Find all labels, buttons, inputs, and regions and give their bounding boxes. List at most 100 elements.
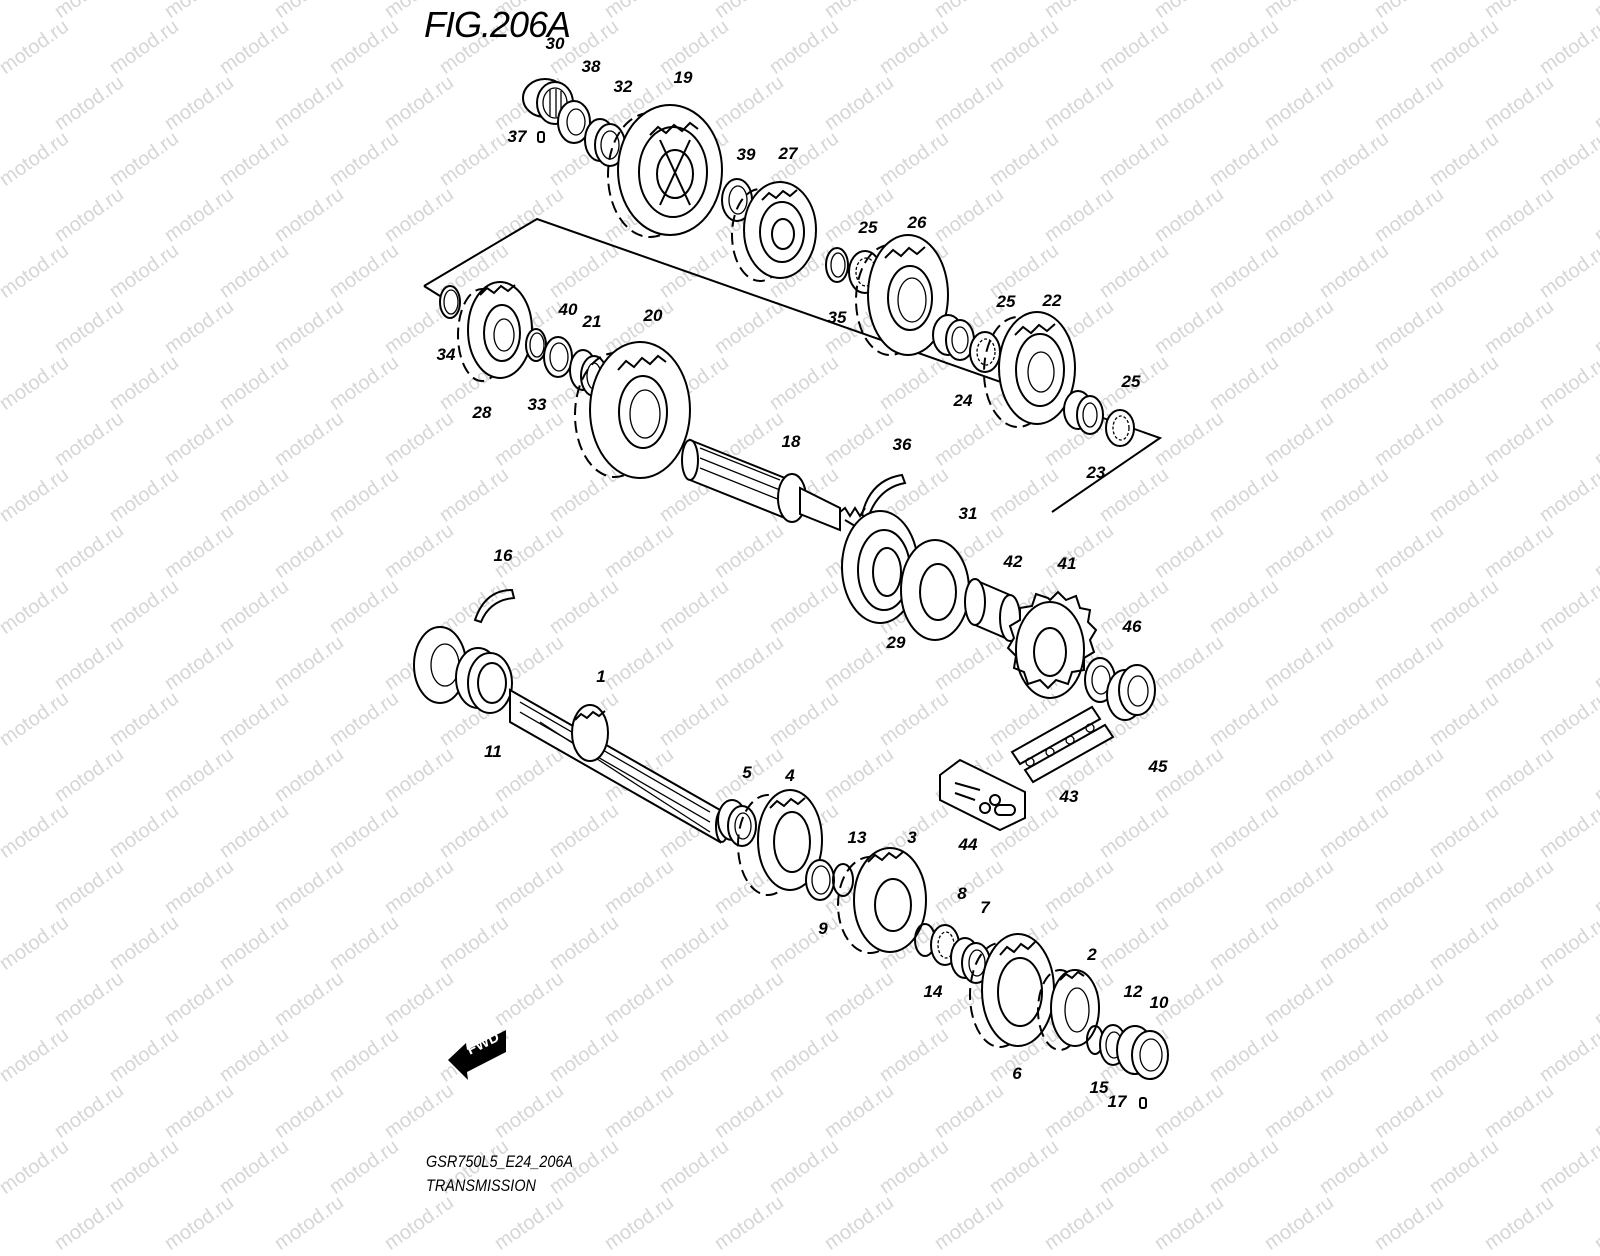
callout-8[interactable]: 8 bbox=[957, 884, 967, 903]
watermark-text: motod.ru bbox=[1590, 1191, 1600, 1255]
forward-direction-arrow-icon bbox=[448, 1030, 506, 1080]
watermark-text: motod.ru bbox=[600, 1191, 679, 1255]
callout-22[interactable]: 22 bbox=[1042, 291, 1062, 310]
needle-bearing-10-icon bbox=[1116, 1025, 1169, 1080]
callout-44[interactable]: 44 bbox=[958, 835, 978, 854]
assembly-group-outline bbox=[423, 217, 1163, 513]
gear-6-icon bbox=[969, 933, 1055, 1048]
callout-4[interactable]: 4 bbox=[785, 766, 795, 785]
callout-32[interactable]: 32 bbox=[613, 77, 633, 96]
callout-15[interactable]: 15 bbox=[1089, 1078, 1109, 1097]
callout-13[interactable]: 13 bbox=[847, 828, 867, 847]
gear-3-icon bbox=[837, 847, 927, 954]
callout-17[interactable]: 17 bbox=[1107, 1092, 1127, 1111]
callout-42[interactable]: 42 bbox=[1003, 552, 1023, 571]
drive-chain-43-icon bbox=[1010, 705, 1115, 784]
callout-3[interactable]: 3 bbox=[907, 828, 917, 847]
callout-19[interactable]: 19 bbox=[673, 68, 693, 87]
callout-40[interactable]: 40 bbox=[558, 300, 578, 319]
circlip-16-icon bbox=[473, 588, 516, 624]
callout-41[interactable]: 41 bbox=[1057, 554, 1077, 573]
callout-29[interactable]: 29 bbox=[886, 633, 906, 652]
callout-24[interactable]: 24 bbox=[953, 391, 973, 410]
section-name: TRANSMISSION bbox=[426, 1176, 536, 1195]
callout-20[interactable]: 20 bbox=[643, 306, 663, 325]
circlip-33-icon bbox=[525, 328, 547, 362]
watermark-text: motod.ru bbox=[1480, 1191, 1559, 1255]
watermark-text: motod.ru bbox=[710, 1191, 789, 1255]
watermark-text: motod.ru bbox=[930, 1191, 1009, 1255]
model-code: GSR750L5_E24_206A bbox=[426, 1152, 574, 1171]
gear-2-icon bbox=[1037, 969, 1100, 1051]
figure-title: FIG.206A bbox=[424, 4, 571, 45]
callout-14[interactable]: 14 bbox=[923, 982, 943, 1001]
exploded-drawing bbox=[413, 78, 1169, 1109]
circlip-13-icon bbox=[832, 863, 854, 897]
watermark-text: motod.ru bbox=[490, 1191, 569, 1255]
callout-25c[interactable]: 25 bbox=[1121, 372, 1141, 391]
callout-28[interactable]: 28 bbox=[472, 403, 492, 422]
nut-45-icon bbox=[1106, 664, 1156, 721]
circlip-36-icon bbox=[860, 473, 907, 520]
watermark-text: motod.ru bbox=[380, 1191, 459, 1255]
bushing-23-icon bbox=[1063, 390, 1104, 435]
callout-43[interactable]: 43 bbox=[1059, 787, 1079, 806]
pin-17-icon bbox=[1139, 1097, 1147, 1109]
callout-11[interactable]: 11 bbox=[484, 742, 502, 761]
callout-36[interactable]: 36 bbox=[892, 435, 912, 454]
callout-5[interactable]: 5 bbox=[742, 763, 752, 782]
gear-28-icon bbox=[457, 281, 533, 382]
watermark-text: motod.ru bbox=[820, 1191, 899, 1255]
bushing-24-icon bbox=[932, 314, 975, 361]
circlip-35-icon bbox=[825, 247, 849, 283]
gear-26-icon bbox=[855, 234, 949, 356]
callout-25b[interactable]: 25 bbox=[996, 292, 1016, 311]
watermark-text: motod.ru bbox=[1150, 1191, 1229, 1255]
callout-21[interactable]: 21 bbox=[582, 312, 602, 331]
watermark-text: motod.ru bbox=[1370, 1191, 1449, 1255]
callout-18[interactable]: 18 bbox=[781, 432, 801, 451]
callout-2[interactable]: 2 bbox=[1087, 945, 1097, 964]
oil-seal-31-icon bbox=[900, 539, 970, 641]
sprocket-41-icon bbox=[1006, 590, 1098, 699]
gear-19-icon bbox=[607, 104, 723, 238]
watermark-text: motod.ru bbox=[50, 1191, 129, 1255]
gear-20-icon bbox=[574, 341, 691, 479]
washer-9-icon bbox=[805, 859, 835, 901]
washer-38-icon bbox=[557, 100, 591, 144]
callout-45[interactable]: 45 bbox=[1148, 757, 1168, 776]
callout-35[interactable]: 35 bbox=[827, 308, 847, 327]
callout-6[interactable]: 6 bbox=[1012, 1064, 1022, 1083]
pin-37-icon bbox=[537, 131, 545, 143]
callout-9[interactable]: 9 bbox=[818, 919, 828, 938]
callout-38[interactable]: 38 bbox=[581, 57, 601, 76]
callout-25a[interactable]: 25 bbox=[858, 218, 878, 237]
callout-12[interactable]: 12 bbox=[1123, 982, 1143, 1001]
callout-7[interactable]: 7 bbox=[980, 898, 990, 917]
callout-1[interactable]: 1 bbox=[596, 667, 606, 686]
washer-40-icon bbox=[543, 336, 573, 378]
callout-30[interactable]: 30 bbox=[545, 34, 565, 53]
watermark-text: motod.ru bbox=[1260, 1191, 1339, 1255]
bushing-5-icon bbox=[717, 799, 757, 847]
callout-37[interactable]: 37 bbox=[507, 127, 527, 146]
callout-16[interactable]: 16 bbox=[493, 546, 513, 565]
callout-34[interactable]: 34 bbox=[436, 345, 456, 364]
callout-23[interactable]: 23 bbox=[1086, 463, 1106, 482]
watermark-text: motod.ru bbox=[1040, 1191, 1119, 1255]
callout-39[interactable]: 39 bbox=[736, 145, 756, 164]
callout-10[interactable]: 10 bbox=[1149, 993, 1169, 1012]
circlip-34-icon bbox=[439, 285, 461, 319]
splined-washer-25-icon bbox=[1105, 409, 1135, 447]
gear-27-icon bbox=[731, 181, 817, 282]
watermark-text: motod.ru bbox=[270, 1191, 349, 1255]
callout-31[interactable]: 31 bbox=[958, 504, 978, 523]
callout-26[interactable]: 26 bbox=[907, 213, 927, 232]
countershaft-18-icon bbox=[681, 438, 871, 536]
callout-27[interactable]: 27 bbox=[778, 144, 798, 163]
gear-4-icon bbox=[737, 789, 823, 896]
callout-46[interactable]: 46 bbox=[1122, 617, 1142, 636]
mainshaft-1-icon bbox=[509, 688, 729, 844]
callout-33[interactable]: 33 bbox=[527, 395, 547, 414]
